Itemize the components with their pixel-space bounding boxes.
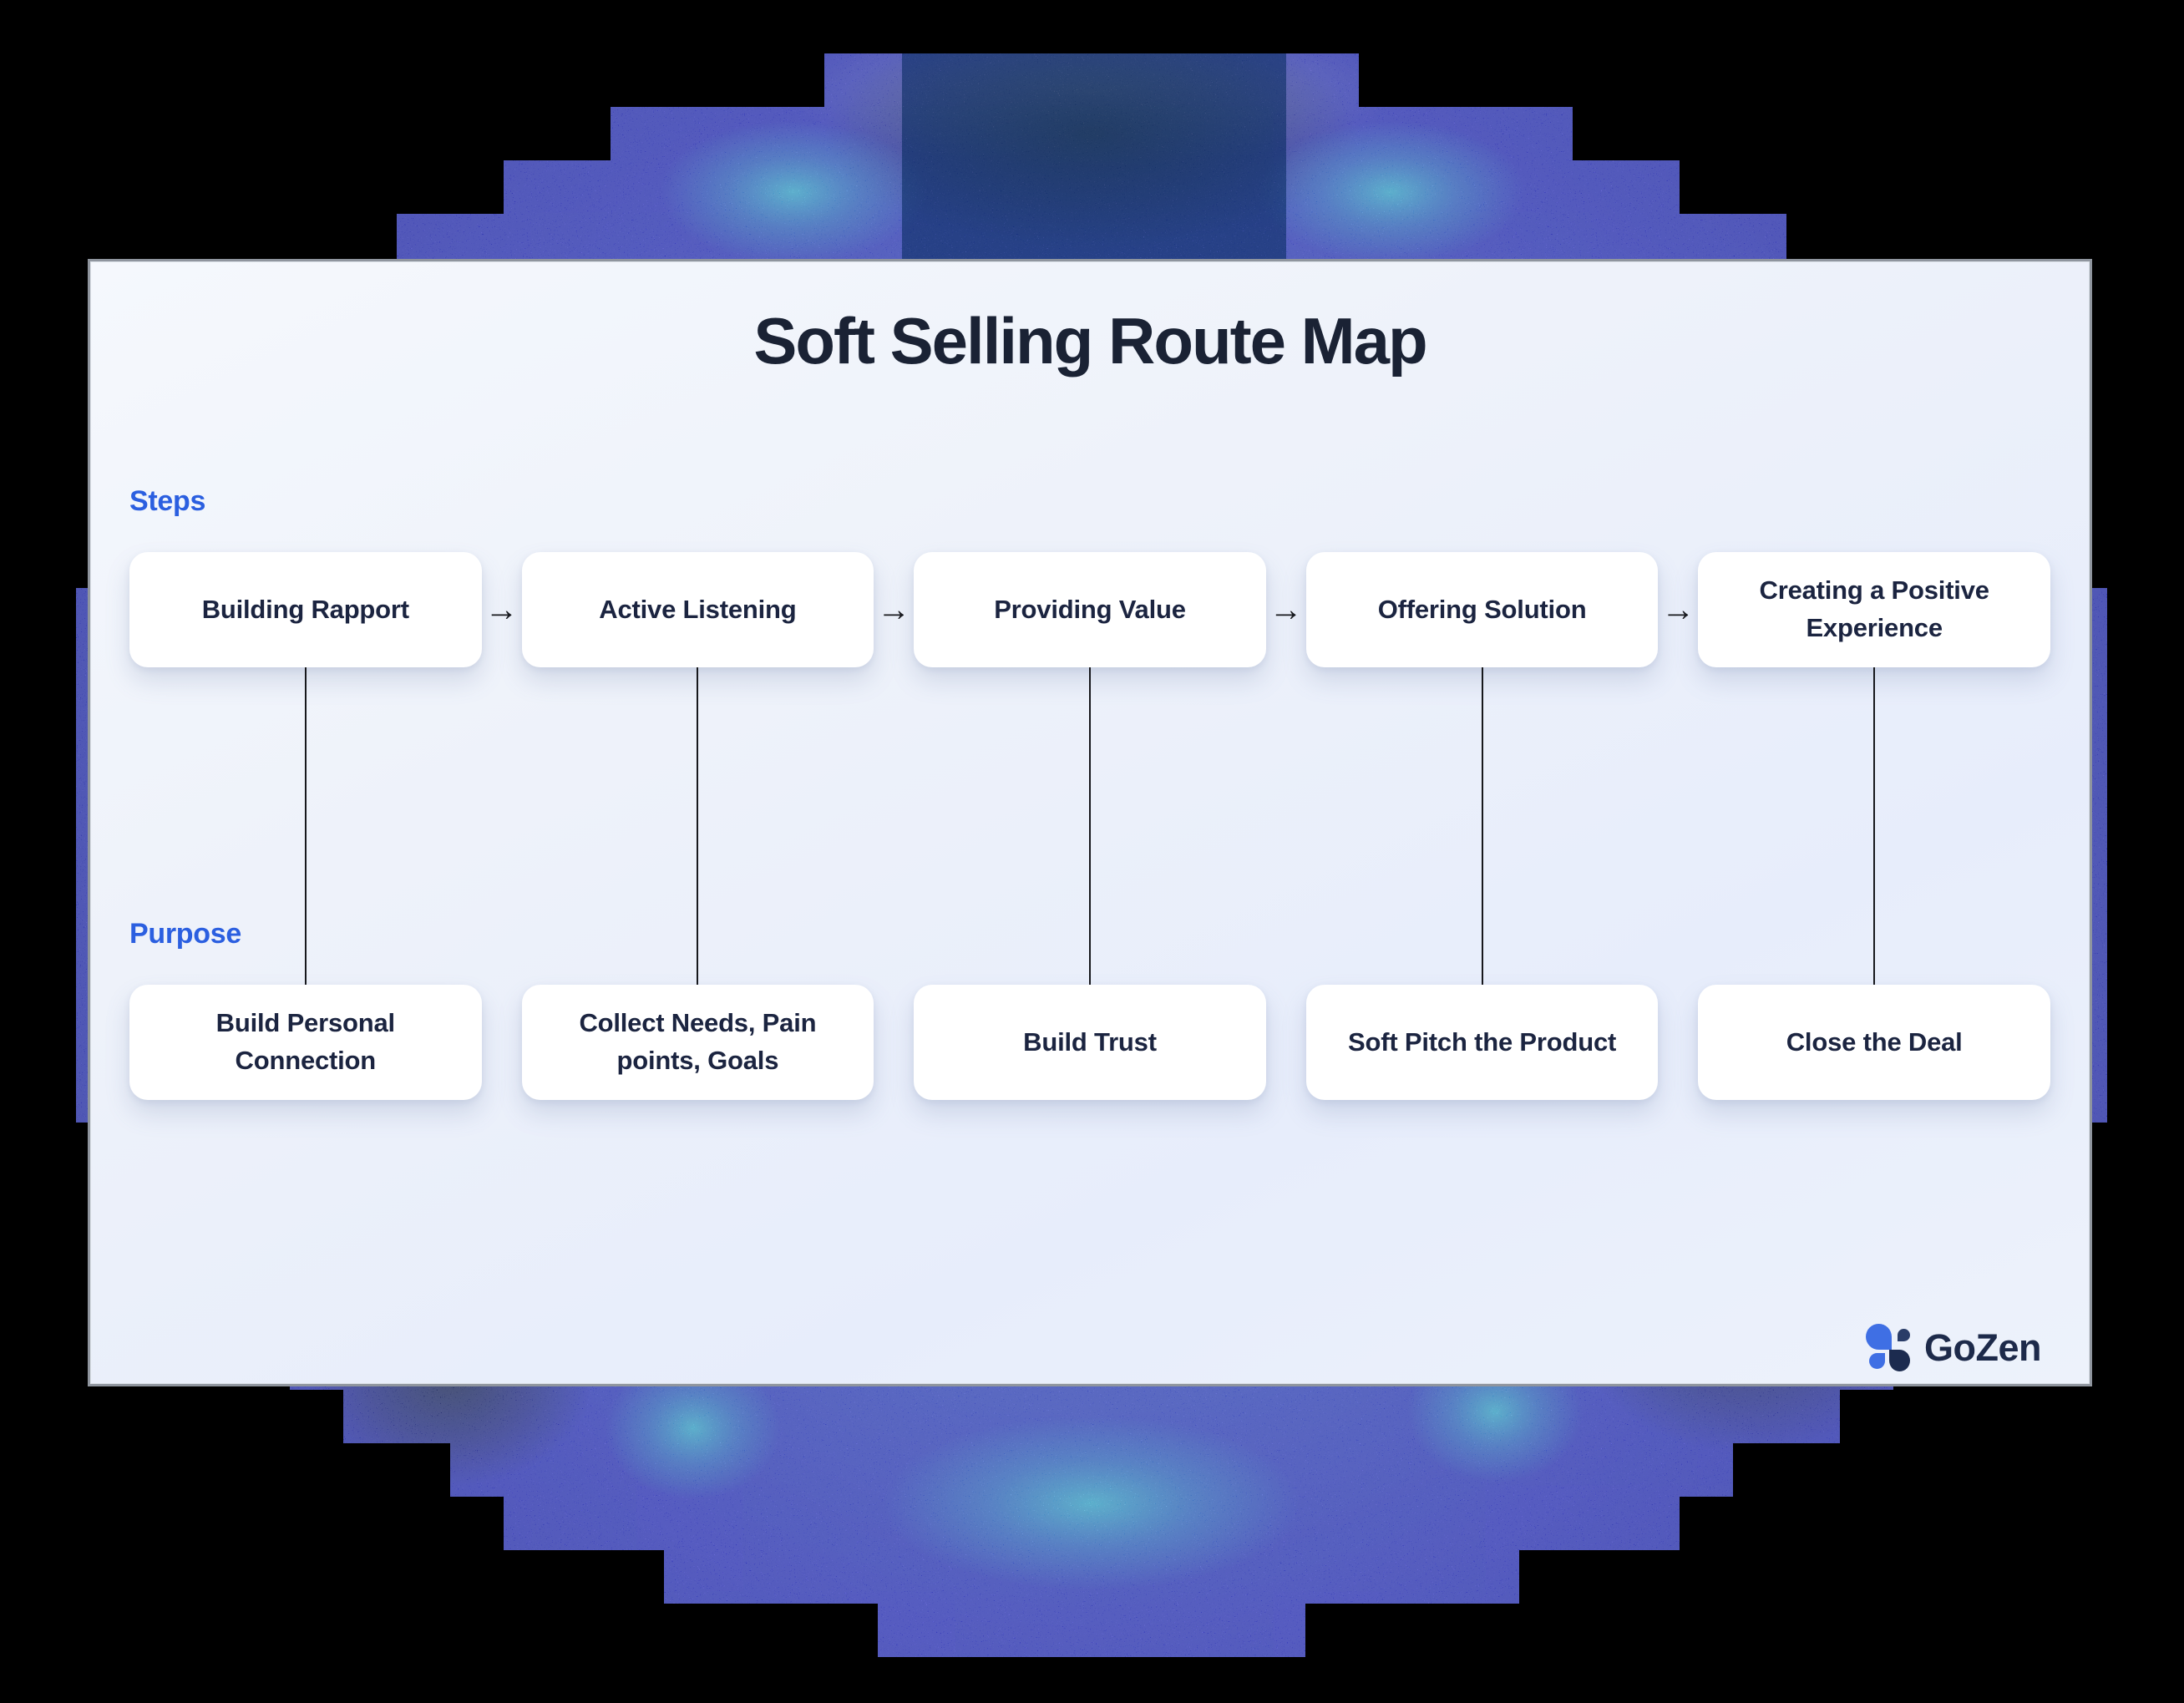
logo-petal-icon [1898,1329,1910,1341]
purpose-box-close-the-deal: Close the Deal [1698,985,2050,1100]
steps-row: Building Rapport → Active Listening → Pr… [129,552,2050,667]
purpose-row: Build Personal Connection Collect Needs,… [129,985,2050,1100]
gozen-logo-icon [1866,1324,1914,1372]
purpose-box-build-personal-connection: Build Personal Connection [129,985,482,1100]
arrow-right-icon: → [1269,590,1303,628]
purpose-box-collect-needs: Collect Needs, Pain points, Goals [521,985,874,1100]
step-box-offering-solution: Offering Solution [1305,552,1659,667]
steps-section-label: Steps [129,485,206,517]
purpose-section-label: Purpose [129,918,241,950]
arrow-right-icon: → [484,590,519,628]
connector-lines [129,667,2050,985]
purpose-box-build-trust: Build Trust [914,985,1266,1100]
connector-line [129,667,482,985]
logo-petal-icon [1866,1324,1892,1350]
purpose-box-soft-pitch: Soft Pitch the Product [1305,985,1659,1100]
step-box-building-rapport: Building Rapport [129,552,482,667]
connector-line [522,667,874,985]
connector-line [914,667,1266,985]
gozen-logo: GoZen [1866,1324,2042,1372]
route-map-card: Soft Selling Route Map Steps Building Ra… [88,259,2092,1386]
logo-petal-icon [1869,1353,1885,1369]
logo-petal-icon [1889,1350,1910,1371]
connector-line [1306,667,1659,985]
step-box-active-listening: Active Listening [521,552,874,667]
arrow-right-icon: → [1661,590,1695,628]
page-title: Soft Selling Route Map [753,304,1427,378]
step-box-providing-value: Providing Value [914,552,1266,667]
arrow-right-icon: → [877,590,911,628]
connector-line [1698,667,2050,985]
gozen-logo-text: GoZen [1924,1326,2042,1369]
step-box-creating-positive-experience: Creating a Positive Experience [1698,552,2050,667]
